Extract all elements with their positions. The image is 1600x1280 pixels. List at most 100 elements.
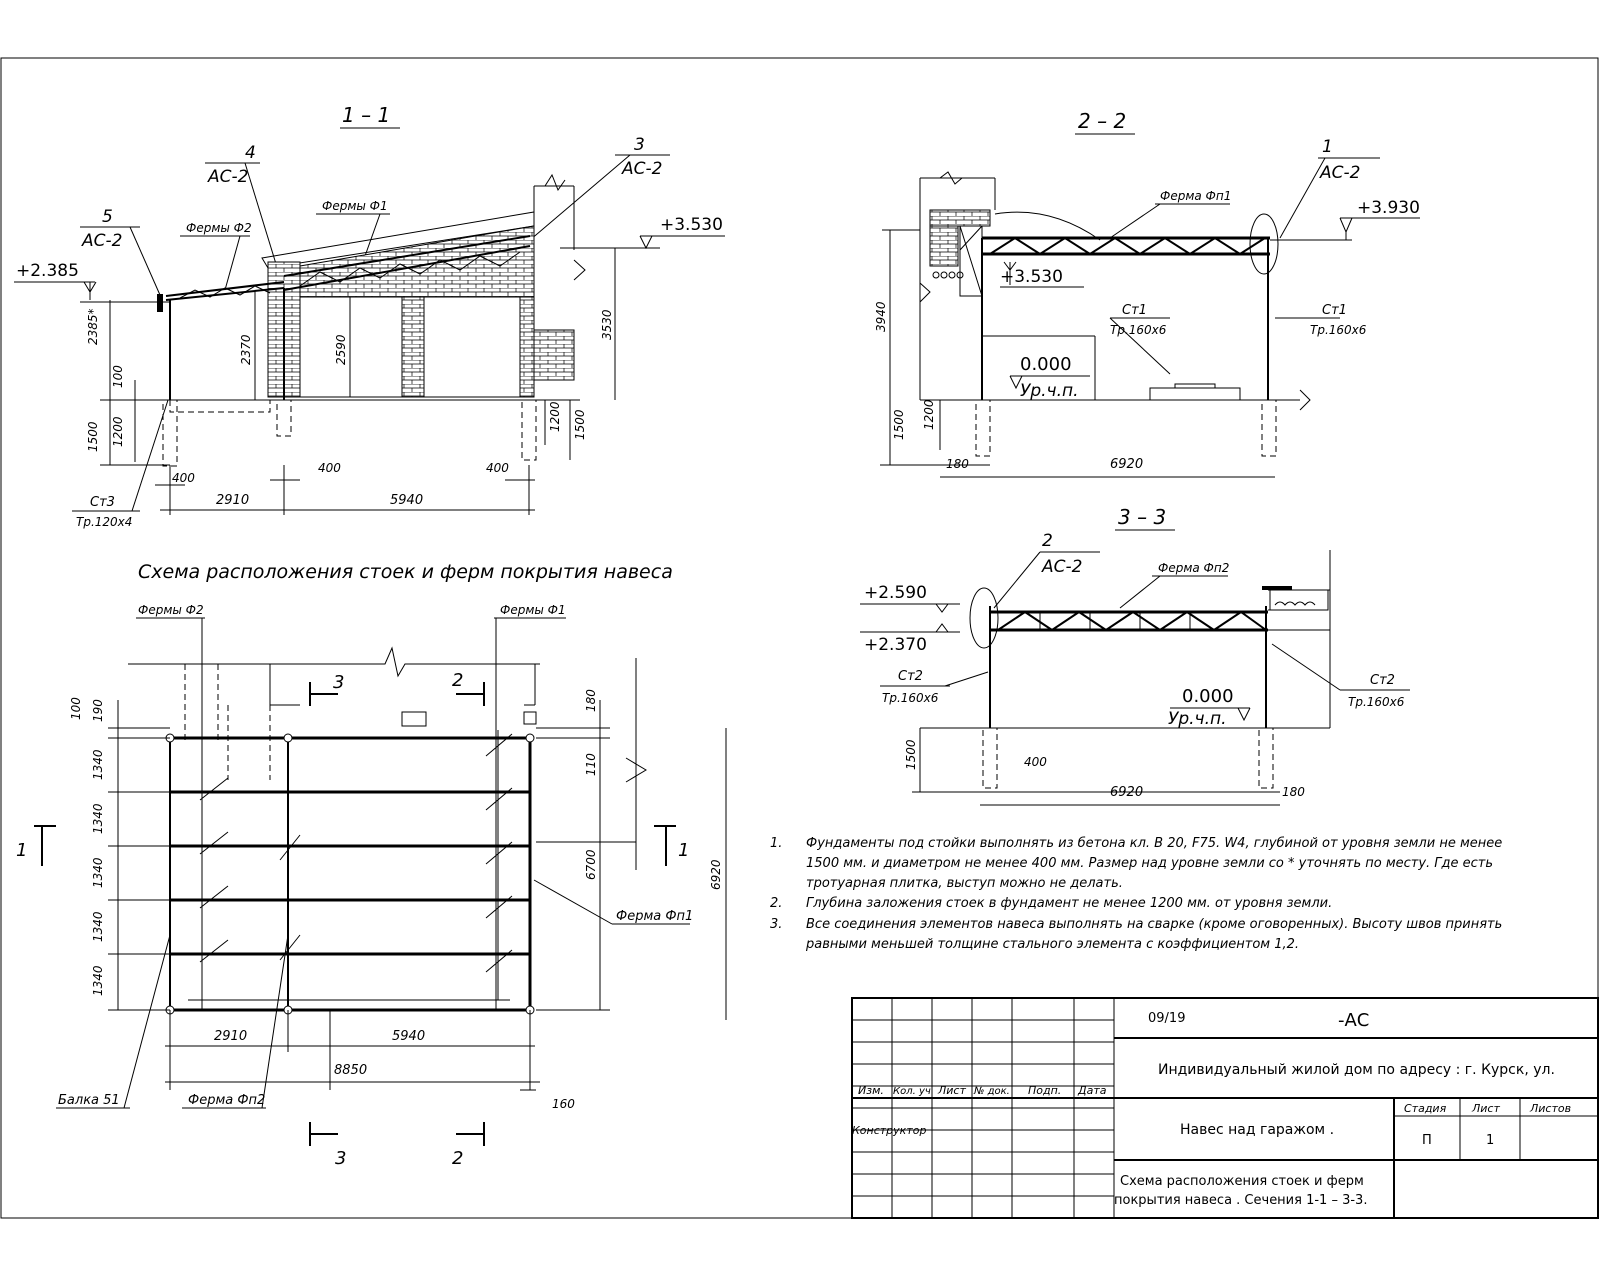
dim-400-3-3: 400 <box>1024 755 1047 769</box>
note-1-number: 1. <box>770 836 782 851</box>
section-3-3-title: 3 – 3 <box>1118 505 1166 529</box>
elevation-zero-2-2: 0.000 <box>1020 354 1072 375</box>
post-st3-label: Ст3 <box>90 495 115 510</box>
plan-dim-1340-3: 1340 <box>91 857 105 888</box>
section-2-2: 2 – 2 1 АС-2 +3.930 Ферма Фп1 <box>874 109 1420 478</box>
tb-sheet-label: Лист <box>1471 1102 1500 1115</box>
plan-trusses-f1: Фермы Ф1 <box>500 603 566 617</box>
callout-3-ref: АС-2 <box>621 159 662 179</box>
dim-3530: 3530 <box>600 309 614 340</box>
plan-dim-110: 110 <box>584 753 598 776</box>
ground-label-3-3: Ур.ч.п. <box>1168 709 1227 729</box>
dim-2385: 2385* <box>86 308 100 345</box>
dim-6920-2-2: 6920 <box>1110 457 1143 472</box>
elevation-zero-3-3: 0.000 <box>1182 686 1234 707</box>
elevation-3530: +3.530 <box>660 215 723 235</box>
general-notes: 1. Фундаменты под стойки выполнять из бе… <box>770 836 1502 952</box>
plan-dim-1340-4: 1340 <box>91 911 105 942</box>
elevation-2385: +2.385 <box>16 261 79 281</box>
section-1-1-title: 1 – 1 <box>342 103 390 127</box>
plan-dim-100: 100 <box>69 697 83 720</box>
dim-400-b: 400 <box>318 461 341 475</box>
plan-dim-5940: 5940 <box>392 1029 425 1044</box>
tb-project: Индивидуальный жилой дом по адресу : г. … <box>1158 1062 1555 1078</box>
dim-400-c: 400 <box>486 461 509 475</box>
tb-col-doc: № док. <box>973 1086 1010 1097</box>
plan-cut-1-left: 1 <box>16 840 27 861</box>
tb-mark: -АС <box>1338 1010 1369 1031</box>
tb-object: Навес над гаражом . <box>1180 1122 1334 1138</box>
callout-5-number: 5 <box>102 207 113 227</box>
dim-1200-right: 1200 <box>548 401 562 432</box>
post-st1-left: Ст1 <box>1122 303 1147 318</box>
post-st2-left-spec: Тр.160х6 <box>882 691 939 705</box>
tb-sheet-title-2: покрытия навеса . Сечения 1-1 – 3-3. <box>1114 1193 1367 1208</box>
plan-dim-1340-1: 1340 <box>91 749 105 780</box>
tb-col-list: Лист <box>937 1084 966 1097</box>
note-2-line-1: Глубина заложения стоек в фундамент не м… <box>806 896 1332 911</box>
note-1-line-1: Фундаменты под стойки выполнять из бетон… <box>806 836 1502 851</box>
plan-beam-label: Балка 51 <box>58 1093 120 1108</box>
trusses-f2-label: Фермы Ф2 <box>186 221 252 235</box>
note-3-line-1: Все соединения элементов навеса выполнят… <box>806 917 1502 932</box>
tb-stage: П <box>1422 1133 1432 1148</box>
plan-title: Схема расположения стоек и ферм покрытия… <box>138 561 673 583</box>
plan-cut-2-bottom: 2 <box>452 1148 463 1169</box>
dim-1500-right: 1500 <box>573 409 587 440</box>
plan-dim-1340-5: 1340 <box>91 965 105 996</box>
plan-cut-3-top: 3 <box>333 672 344 693</box>
post-st3-spec: Тр.120х4 <box>76 515 132 529</box>
tb-code: 09/19 <box>1148 1011 1185 1026</box>
tb-sheets-label: Листов <box>1529 1102 1571 1115</box>
plan-dim-8850: 8850 <box>334 1063 367 1078</box>
note-2-number: 2. <box>770 896 782 911</box>
ground-label-2-2: Ур.ч.п. <box>1020 381 1079 401</box>
dim-100: 100 <box>111 365 125 388</box>
plan-truss-fp1: Ферма Фп1 <box>616 909 693 924</box>
plan-dim-160: 160 <box>552 1097 575 1111</box>
post-st1-right-spec: Тр.160х6 <box>1310 323 1367 337</box>
tb-col-kol: Кол. уч <box>893 1086 931 1097</box>
elevation-2590: +2.590 <box>864 583 927 603</box>
elevation-3530-mid: +3.530 <box>1000 267 1063 287</box>
post-st2-right: Ст2 <box>1370 673 1395 688</box>
callout-2-number: 2 <box>1042 531 1053 551</box>
dim-6920-3-3: 6920 <box>1110 785 1143 800</box>
section-3-3: 3 – 3 2 АС-2 Ферма Фп2 +2.590 +2.370 0.0… <box>860 505 1410 806</box>
tb-stage-label: Стадия <box>1404 1102 1447 1115</box>
tb-sheet: 1 <box>1486 1133 1494 1148</box>
dim-400-a: 400 <box>172 471 195 485</box>
plan-cut-1-right: 1 <box>678 840 689 861</box>
plan-dim-180: 180 <box>584 689 598 712</box>
post-st2-right-spec: Тр.160х6 <box>1348 695 1405 709</box>
tb-col-podp: Подп. <box>1028 1084 1061 1097</box>
dim-3940: 3940 <box>874 301 888 332</box>
callout-1-ref: АС-2 <box>1319 163 1360 183</box>
callout-1-number: 1 <box>1322 137 1333 157</box>
dim-5940: 5940 <box>390 493 423 508</box>
dim-2590: 2590 <box>334 334 348 365</box>
plan-cut-2-top: 2 <box>452 670 463 691</box>
plan-dim-190: 190 <box>91 699 105 722</box>
dim-2370: 2370 <box>239 334 253 365</box>
tb-col-izm: Изм. <box>858 1084 884 1097</box>
callout-3-number: 3 <box>634 135 645 155</box>
dim-2910: 2910 <box>216 493 249 508</box>
post-st1-right: Ст1 <box>1322 303 1347 318</box>
elevation-3930: +3.930 <box>1357 198 1420 218</box>
note-3-number: 3. <box>770 917 782 932</box>
tb-sheet-title-1: Схема расположения стоек и ферм <box>1120 1174 1364 1189</box>
dim-180-2-2: 180 <box>946 457 969 471</box>
title-block: Изм. Кол. уч Лист № док. Подп. Дата Конс… <box>851 997 1599 1219</box>
callout-2-ref: АС-2 <box>1041 557 1082 577</box>
plan-trusses-f2: Фермы Ф2 <box>138 603 204 617</box>
sheet-frame <box>0 57 1599 1219</box>
elevation-2370: +2.370 <box>864 635 927 655</box>
section-1-1: 1 – 1 5 АС-2 4 АС-2 3 АС-2 Фермы Ф2 Ферм… <box>14 103 725 529</box>
callout-5-ref: АС-2 <box>81 231 122 251</box>
plan-truss-fp2: Ферма Фп2 <box>188 1093 265 1108</box>
dim-1500-2-2: 1500 <box>892 409 906 440</box>
post-st2-left: Ст2 <box>898 669 923 684</box>
plan-dim-1340-2: 1340 <box>91 803 105 834</box>
tb-col-date: Дата <box>1077 1084 1107 1097</box>
